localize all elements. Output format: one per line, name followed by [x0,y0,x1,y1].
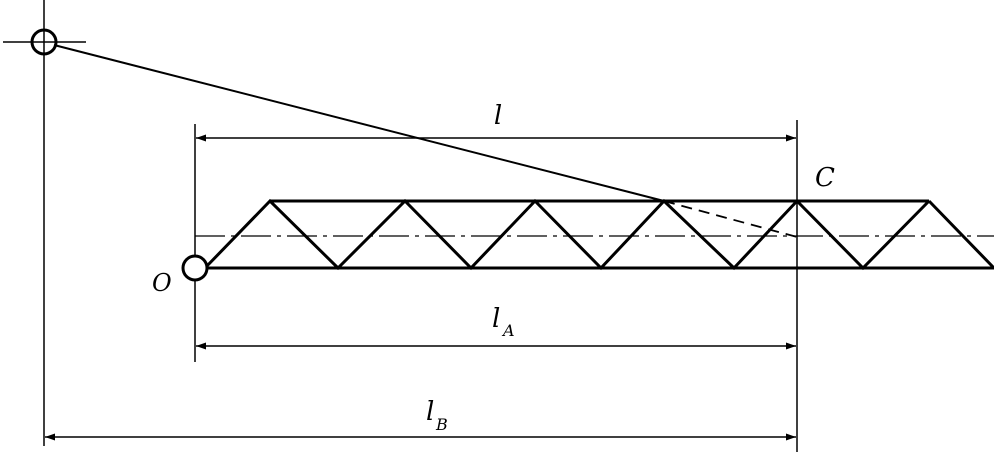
dimension-lb: l B [45,397,796,441]
label-l: l [494,101,502,131]
o-pivot-circle [181,254,209,282]
dimension-la: l A [196,304,796,350]
label-lb-subscript: B [435,415,448,434]
luffing-rope [53,44,665,202]
dimension-l: l [196,101,796,142]
label-o: O [152,269,172,297]
label-la-subscript: A [501,321,515,340]
luffing-rope-dashed [663,200,798,238]
truss-end-strut [927,199,994,270]
label-c: C [815,163,835,193]
truss [195,198,994,271]
label-la: l [492,304,500,334]
truss-web [203,198,931,271]
label-lb: l [426,397,434,427]
